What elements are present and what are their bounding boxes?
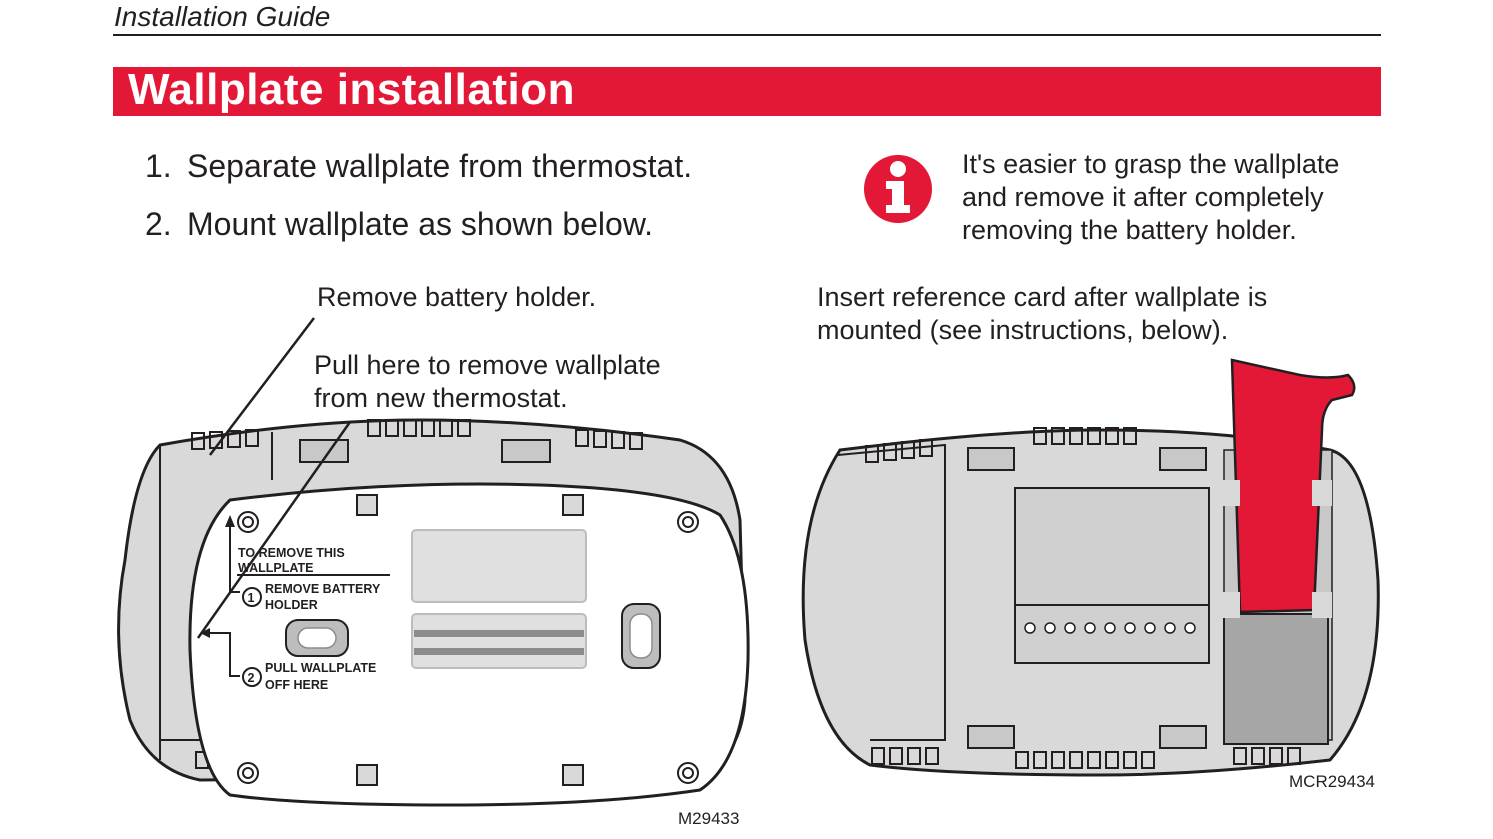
section-title: Wallplate installation — [128, 65, 575, 114]
section-title-bar — [113, 67, 1381, 116]
label-remove-battery-line2: HOLDER — [265, 598, 318, 612]
step-two-number: 2 — [248, 671, 255, 685]
label-pull-wallplate-line2: OFF HERE — [265, 678, 328, 692]
label-to-remove-line1: TO REMOVE THIS — [238, 546, 345, 560]
step-2-text: Mount wallplate as shown below. — [187, 206, 654, 242]
label-to-remove-line2: WALLPLATE — [238, 561, 313, 575]
figure-code-left: M29433 — [678, 809, 740, 828]
right-thermostat-figure — [801, 358, 1380, 777]
leader-line-pull — [196, 421, 352, 639]
reference-card — [1230, 358, 1356, 614]
info-note: It's easier to grasp the wallplate and r… — [962, 149, 1340, 245]
label-pull-wallplate-line1: PULL WALLPLATE — [265, 661, 376, 675]
step-1-text: Separate wallplate from thermostat. — [187, 148, 693, 184]
callout-reference-card: Insert reference card after wallplate is… — [817, 282, 1268, 345]
info-icon — [864, 155, 932, 223]
step-1-number: 1. — [145, 148, 172, 184]
running-header: Installation Guide — [114, 1, 331, 32]
left-thermostat-figure: TO REMOVE THIS WALLPLATE 1 REMOVE BATTER… — [117, 317, 750, 807]
step-2-number: 2. — [145, 206, 172, 242]
callout-remove-battery: Remove battery holder. — [317, 282, 597, 312]
leader-line-battery — [209, 317, 315, 456]
step-2: 2. Mount wallplate as shown below. — [145, 205, 653, 243]
header-rule — [113, 34, 1381, 36]
step-1: 1. Separate wallplate from thermostat. — [145, 147, 692, 185]
step-one-number: 1 — [248, 591, 255, 605]
callout-pull-here: Pull here to remove wallplate from new t… — [314, 350, 661, 413]
label-remove-battery-line1: REMOVE BATTERY — [265, 582, 381, 596]
figure-code-right: MCR29434 — [1289, 772, 1375, 791]
